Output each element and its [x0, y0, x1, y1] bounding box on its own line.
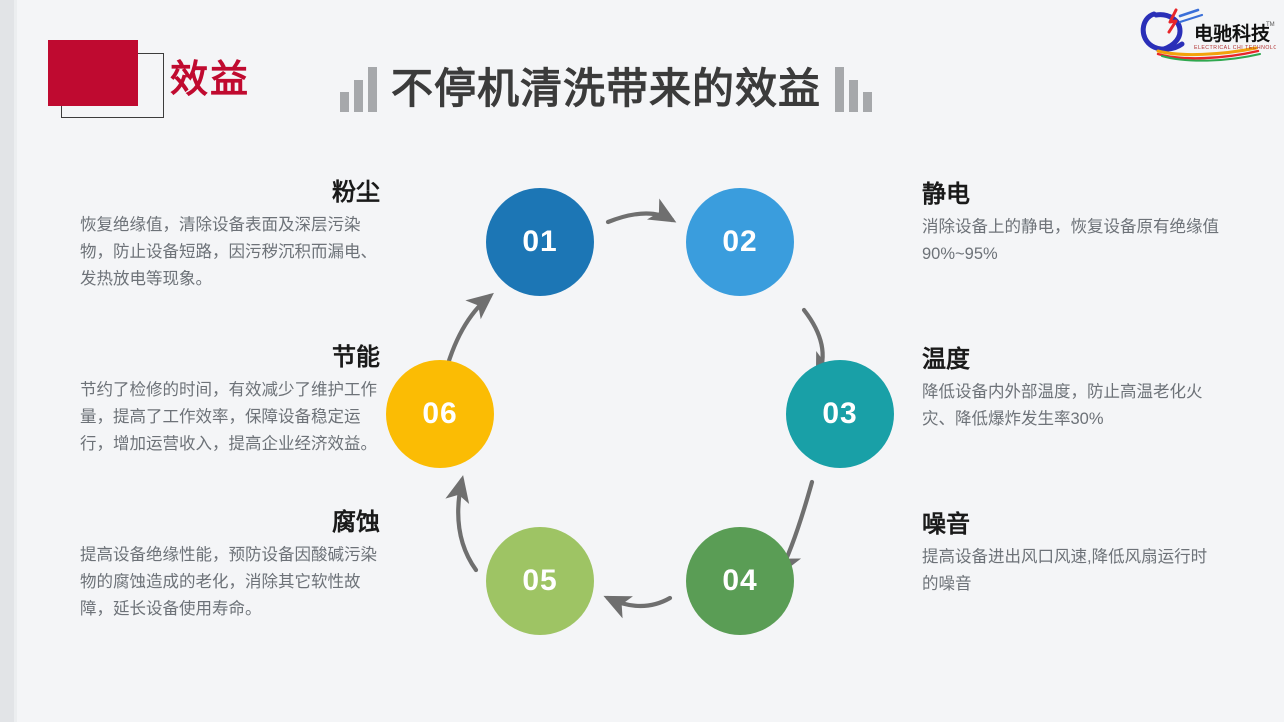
info-heading-dust: 粉尘: [332, 179, 380, 206]
info-body-temperature: 降低设备内外部温度，防止高温老化火灾、降低爆炸发生率30%: [922, 383, 1203, 429]
arrow-05-to-06: [445, 475, 479, 573]
info-heading-energy: 节能: [332, 344, 380, 371]
cycle-node-06[interactable]: 06: [386, 360, 494, 468]
svg-text:TM: TM: [1266, 22, 1275, 28]
info-block-temperature: 温度 降低设备内外部温度，防止高温老化火灾、降低爆炸发生率30%: [922, 346, 1222, 433]
cycle-node-05[interactable]: 05: [486, 527, 594, 635]
cycle-node-04[interactable]: 04: [686, 527, 794, 635]
svg-text:电驰科技: 电驰科技: [1194, 22, 1271, 45]
info-body-energy: 节约了检修的时间，有效减少了维护工作量，提高了工作效率，保障设备稳定运行，增加运…: [80, 381, 377, 453]
left-edge-strip: [0, 0, 14, 722]
ascending-bars-icon: [340, 66, 377, 112]
cycle-node-01[interactable]: 01: [486, 188, 594, 296]
left-edge-strip-inner: [14, 0, 17, 722]
svg-text:ELECTRICAL CHI TECHNOLOGY: ELECTRICAL CHI TECHNOLOGY: [1194, 45, 1276, 51]
info-block-static: 静电 消除设备上的静电，恢复设备原有绝缘值90%~95%: [922, 181, 1222, 268]
arrow-01-to-02: [605, 198, 677, 225]
badge-red-square: [48, 40, 138, 106]
info-body-corrosion: 提高设备绝缘性能，预防设备因酸碱污染物的腐蚀造成的老化，消除其它软性故障，延长设…: [80, 546, 377, 618]
info-body-static: 消除设备上的静电，恢复设备原有绝缘值90%~95%: [922, 218, 1219, 264]
info-heading-corrosion: 腐蚀: [332, 509, 380, 536]
logo-artwork: 电驰科技 ELECTRICAL CHI TECHNOLOGY TM: [1140, 8, 1284, 62]
info-block-dust: 粉尘 恢复绝缘值，清除设备表面及深层污染物，防止设备短路，因污秽沉积而漏电、发热…: [80, 179, 380, 293]
cycle-node-02[interactable]: 02: [686, 188, 794, 296]
descending-bars-icon: [835, 66, 873, 112]
info-body-dust: 恢复绝缘值，清除设备表面及深层污染物，防止设备短路，因污秽沉积而漏电、发热放电等…: [80, 216, 377, 288]
info-body-noise: 提高设备进出风口风速,降低风扇运行时的噪音: [922, 548, 1208, 594]
section-badge-label: 效益: [170, 59, 251, 101]
info-heading-temperature: 温度: [922, 346, 970, 373]
section-badge: [48, 40, 168, 120]
page-title-row: 不停机清洗带来的效益: [340, 65, 873, 112]
page-title: 不停机清洗带来的效益: [391, 65, 822, 112]
info-heading-static: 静电: [922, 181, 970, 208]
cycle-node-03[interactable]: 03: [786, 360, 894, 468]
arrow-04-to-05: [603, 595, 673, 619]
info-block-energy: 节能 节约了检修的时间，有效减少了维护工作量，提高了工作效率，保障设备稳定运行，…: [80, 344, 380, 458]
info-block-corrosion: 腐蚀 提高设备绝缘性能，预防设备因酸碱污染物的腐蚀造成的老化，消除其它软性故障，…: [80, 509, 380, 623]
cycle-diagram: 01 02 03 04 05 06: [380, 170, 900, 650]
company-logo: 电驰科技 ELECTRICAL CHI TECHNOLOGY TM: [1136, 4, 1284, 62]
info-heading-noise: 噪音: [922, 511, 970, 538]
info-block-noise: 噪音 提高设备进出风口风速,降低风扇运行时的噪音: [922, 511, 1222, 598]
